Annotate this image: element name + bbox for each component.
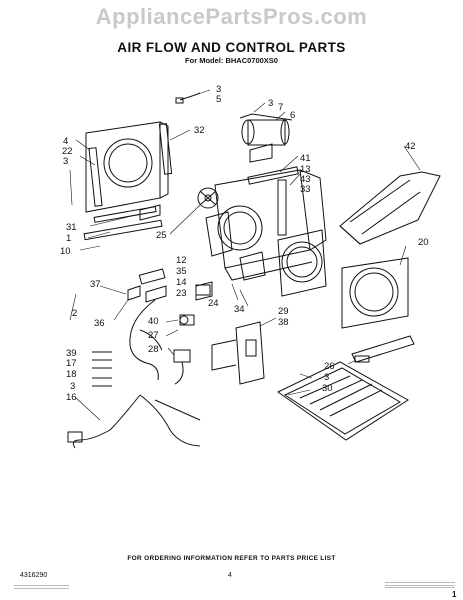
callout: 28 — [148, 344, 159, 355]
callout: 3 — [268, 98, 273, 109]
callout: 17 — [66, 358, 77, 369]
callout: 24 — [208, 298, 219, 309]
power-cord — [67, 394, 201, 449]
callout: 3 — [324, 372, 329, 383]
callout: 34 — [234, 304, 245, 315]
fine-print-left — [14, 585, 69, 591]
thermostat — [173, 349, 191, 385]
model-subtitle: For Model: BHAC0700XS0 — [185, 56, 278, 65]
callout: 1 — [66, 233, 71, 244]
base-pan — [277, 361, 409, 441]
leader-lines — [69, 89, 421, 421]
callout: 32 — [194, 125, 205, 136]
callout: 2 — [72, 308, 77, 319]
callout: 6 — [290, 110, 295, 121]
callout: 5 — [216, 94, 221, 105]
callout: 13 — [300, 164, 311, 175]
page-number: 4 — [228, 572, 232, 579]
fine-print-right — [385, 582, 455, 590]
callout: 30 — [322, 383, 333, 394]
foam-strip-bottom — [83, 219, 163, 241]
callout: 3 — [70, 381, 75, 392]
fan-blade — [197, 187, 219, 209]
page-title: AIR FLOW AND CONTROL PARTS — [117, 40, 346, 55]
foam-strip-top — [247, 166, 299, 185]
ordering-note: FOR ORDERING INFORMATION REFER TO PARTS … — [127, 555, 336, 562]
foam-strip-right — [158, 123, 173, 175]
bulkhead-ring — [277, 229, 327, 297]
callout: 16 — [66, 392, 77, 403]
callout: 25 — [156, 230, 167, 241]
mounting-bracket — [139, 204, 161, 221]
document-part-number: 4316290 — [20, 572, 48, 579]
callout: 33 — [300, 184, 311, 195]
foam-strip-left — [88, 147, 103, 207]
callout: 26 — [324, 361, 335, 372]
motor-bracket — [239, 251, 266, 281]
callout: 43 — [300, 174, 311, 185]
callout: 3 — [216, 84, 221, 95]
callout: 18 — [66, 369, 77, 380]
callout: 31 — [66, 222, 77, 233]
control-switch-bracket — [211, 321, 265, 385]
callout: 40 — [148, 316, 159, 327]
callout: 36 — [94, 318, 105, 329]
motor-mount — [205, 211, 233, 257]
callout: 38 — [278, 317, 289, 328]
control-cluster — [127, 268, 211, 326]
callout: 22 — [62, 146, 73, 157]
callout: 3 — [63, 156, 68, 167]
watermark: AppliancePartsPros.com — [95, 4, 368, 29]
fan-shroud — [214, 166, 327, 281]
callout: 29 — [278, 306, 289, 317]
foam-strip-shroud — [277, 179, 287, 236]
callout: 12 — [176, 255, 187, 266]
bracket-strip — [93, 206, 157, 223]
callout: 27 — [148, 330, 159, 341]
wiring-harness — [129, 299, 159, 381]
callout: 37 — [90, 279, 101, 290]
callout: 23 — [176, 288, 187, 299]
front-grille-strip — [351, 335, 415, 363]
screws-left — [92, 351, 112, 387]
callout: 42 — [405, 141, 416, 152]
rear-flange — [341, 257, 409, 329]
callout: 7 — [278, 102, 283, 113]
callout: 39 — [66, 348, 77, 359]
callout: 14 — [176, 277, 187, 288]
air-discharge-duct — [339, 171, 441, 245]
corner-mark: 1 — [452, 590, 457, 599]
capacitor — [239, 113, 293, 163]
callout: 4 — [63, 136, 68, 147]
callout-labels: 3 5 3 7 6 32 4 22 3 41 13 43 33 42 31 1 … — [60, 84, 429, 403]
callout: 41 — [300, 153, 311, 164]
callout: 35 — [176, 266, 187, 277]
callout: 10 — [60, 246, 71, 257]
callout: 20 — [418, 237, 429, 248]
screw-head — [175, 97, 184, 104]
